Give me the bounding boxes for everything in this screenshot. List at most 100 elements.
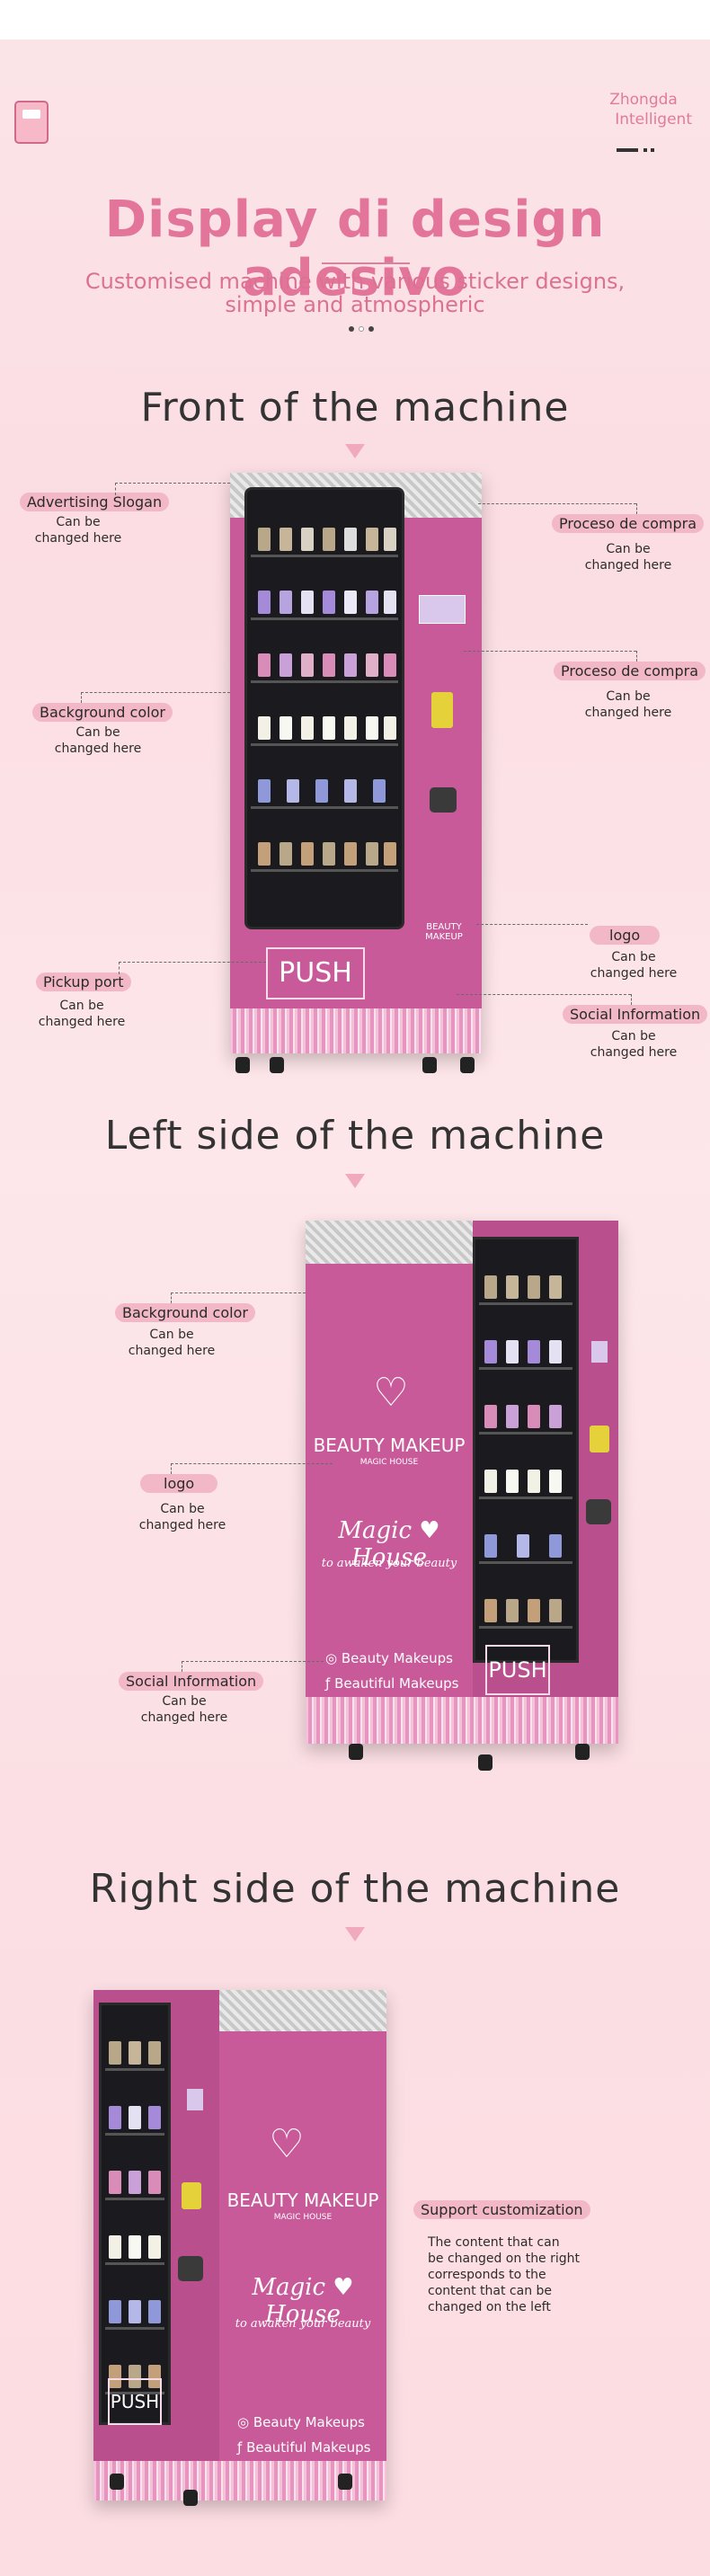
push-door: PUSH bbox=[108, 2378, 162, 2425]
magic-house-script: Magic ♥ House bbox=[338, 1517, 440, 1571]
wheel bbox=[478, 1754, 493, 1771]
down-arrow-icon bbox=[345, 444, 365, 458]
callout-logo: logo bbox=[590, 926, 661, 945]
leader-line bbox=[476, 924, 588, 925]
callout-support-customization: Support customization bbox=[413, 2200, 590, 2219]
leader-line bbox=[457, 994, 631, 995]
wheel bbox=[235, 1057, 250, 1073]
bill-acceptor bbox=[431, 692, 453, 728]
social-line-1: ◎ Beauty Makeups bbox=[237, 2414, 365, 2430]
facebook-icon: ƒ bbox=[325, 1675, 335, 1692]
screen-panel bbox=[419, 595, 466, 624]
callout-proceso-compra-2: Proceso de compra bbox=[554, 662, 706, 680]
callout-advertising-slogan: Advertising Slogan bbox=[20, 493, 170, 511]
leader-line bbox=[171, 1463, 172, 1474]
carousel-dot[interactable] bbox=[368, 326, 374, 332]
wheel bbox=[338, 2474, 352, 2490]
coin-slot bbox=[430, 787, 457, 813]
wheel bbox=[460, 1057, 475, 1073]
title-underline bbox=[322, 262, 410, 264]
magic-house-small-label: MAGIC HOUSE bbox=[273, 2213, 333, 2222]
push-door: PUSH bbox=[266, 947, 365, 999]
wheel bbox=[575, 1744, 590, 1760]
leader-line bbox=[636, 651, 637, 662]
desc-line: be changed on the right bbox=[428, 2252, 581, 2266]
magic-house-small-label: MAGIC HOUSE bbox=[359, 1458, 419, 1467]
social-line-1: ◎ Beauty Makeups bbox=[325, 1650, 453, 1666]
leader-line bbox=[119, 962, 266, 963]
front-brand-label: BEAUTY MAKEUP bbox=[425, 922, 463, 942]
down-arrow-icon bbox=[345, 1174, 365, 1188]
carousel-dots[interactable] bbox=[349, 318, 378, 335]
beauty-makeup-label: BEAUTY MAKEUP bbox=[313, 1435, 466, 1456]
facebook-icon: ƒ bbox=[237, 2439, 247, 2456]
leader-line bbox=[119, 962, 120, 974]
leader-line bbox=[478, 503, 636, 504]
wheel bbox=[270, 1057, 284, 1073]
glitter-bottom bbox=[93, 2461, 386, 2500]
brand-dot bbox=[643, 148, 647, 152]
display-window bbox=[244, 487, 404, 929]
glitter-bottom bbox=[230, 1008, 482, 1053]
callout-social-information: Social Information bbox=[119, 1672, 264, 1691]
brand-line-2: Intelligent bbox=[615, 111, 692, 129]
heart-wings-icon: ♡ bbox=[269, 2121, 305, 2167]
screen-panel bbox=[187, 2089, 203, 2110]
leader-line bbox=[464, 651, 636, 652]
leader-line bbox=[171, 1292, 172, 1303]
social-line-2: ƒ Beautiful Makeups bbox=[325, 1675, 459, 1692]
wheel bbox=[422, 1057, 437, 1073]
leader-line bbox=[636, 503, 637, 514]
carousel-dot[interactable] bbox=[359, 326, 364, 332]
section-title-left: Left side of the machine bbox=[104, 1113, 606, 1159]
wheel bbox=[110, 2474, 124, 2490]
support-description: The content that can be changed on the r… bbox=[428, 2234, 580, 2315]
bill-acceptor bbox=[590, 1426, 609, 1452]
glitter-bottom bbox=[306, 1697, 618, 1744]
vending-machine-icon bbox=[14, 101, 49, 144]
right-machine-image: PUSH ♡ BEAUTY MAKEUP MAGIC HOUSE Magic ♥… bbox=[93, 1990, 386, 2500]
display-window bbox=[473, 1237, 579, 1663]
page-title: Display di design adesivo bbox=[104, 191, 606, 307]
brand-dot bbox=[651, 148, 654, 152]
subtitle-line-1: Customised machine with various sticker … bbox=[84, 269, 626, 294]
tagline-script: to awaken your beauty bbox=[235, 2317, 371, 2331]
brand-line-1: Zhongda bbox=[609, 91, 678, 109]
brand-divider bbox=[617, 148, 638, 152]
leader-line bbox=[115, 483, 116, 495]
coin-slot bbox=[178, 2256, 203, 2281]
callout-pickup-port: Pickup port bbox=[36, 973, 131, 991]
callout-proceso-compra-1: Proceso de compra bbox=[552, 514, 705, 533]
push-door: PUSH bbox=[485, 1645, 550, 1695]
callout-background-color: Background color bbox=[32, 703, 173, 722]
coin-slot bbox=[586, 1499, 611, 1524]
subtitle-line-2: simple and atmospheric bbox=[225, 292, 485, 317]
desc-line: changed on the left bbox=[428, 2300, 551, 2314]
wheel bbox=[349, 1744, 363, 1760]
leader-line bbox=[182, 1661, 324, 1662]
instagram-icon: ◎ bbox=[325, 1650, 342, 1666]
down-arrow-icon bbox=[345, 1927, 365, 1941]
bill-acceptor bbox=[182, 2182, 201, 2209]
carousel-dot[interactable] bbox=[349, 326, 354, 332]
section-title-right: Right side of the machine bbox=[89, 1866, 621, 1912]
screen-panel bbox=[591, 1341, 608, 1363]
wheel bbox=[183, 2490, 198, 2506]
leader-line bbox=[115, 483, 230, 484]
brand-name: Zhongda Intelligent bbox=[609, 90, 692, 129]
callout-background-color: Background color bbox=[115, 1303, 255, 1322]
leader-line bbox=[171, 1463, 333, 1464]
leader-line bbox=[81, 692, 230, 693]
callout-social-information: Social Information bbox=[563, 1005, 708, 1024]
desc-line: The content that can bbox=[428, 2235, 560, 2250]
